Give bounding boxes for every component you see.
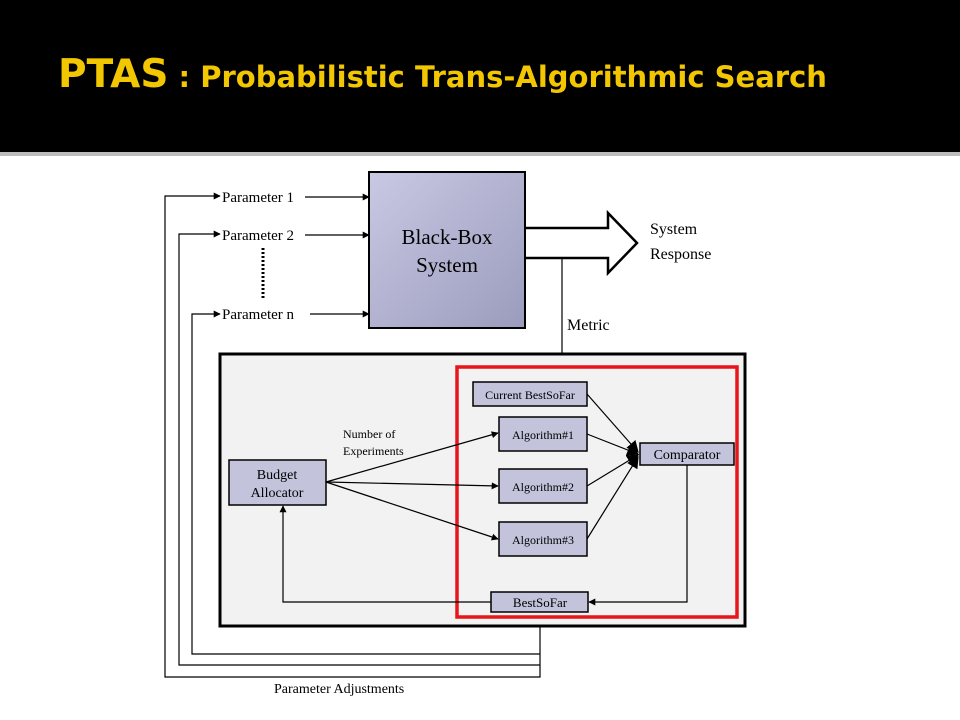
feedback-lines — [164, 192, 541, 678]
current-bestsofar-label: Current BestSoFar — [485, 388, 575, 402]
comparator-label: Comparator — [654, 448, 721, 463]
title-rest: Probabilistic Trans-Algorithmic Search — [200, 60, 827, 94]
feedback-line-middle — [178, 230, 540, 666]
algorithm-2-box: Algorithm#2 — [498, 468, 588, 504]
number-of-experiments-line1: Number of — [343, 427, 395, 441]
black-box-system: Black-Box System — [368, 171, 526, 329]
parameter-1-label: Parameter 1 — [222, 190, 294, 206]
algorithm-3-box: Algorithm#3 — [498, 521, 588, 557]
black-box-label-line1: Black-Box — [402, 225, 493, 249]
system-response-arrow — [526, 209, 639, 277]
title-separator: : — [168, 60, 201, 94]
system-response-label-line1: System — [650, 221, 698, 238]
comparison-arrows — [586, 393, 640, 540]
bestsofar-label: BestSoFar — [513, 595, 568, 610]
algorithm-1-box: Algorithm#1 — [498, 416, 588, 452]
bestsofar-to-budget-arrow — [279, 505, 491, 603]
number-of-experiments-line2: Experiments — [343, 444, 404, 458]
slide-title: PTAS : Probabilistic Trans-Algorithmic S… — [58, 52, 827, 97]
metric-label: Metric — [567, 317, 610, 334]
allocation-arrows — [325, 431, 499, 541]
algorithm-3-label: Algorithm#3 — [512, 533, 574, 547]
algorithm-1-label: Algorithm#1 — [512, 428, 574, 442]
parameter-arrows — [305, 193, 370, 318]
algorithm-portfolio-highlight — [455, 365, 739, 619]
parameter-adjustments-label: Parameter Adjustments — [274, 682, 404, 697]
title-divider — [0, 152, 960, 156]
comparator-to-bestsofar-arrow — [588, 465, 688, 606]
current-bestsofar-box: Current BestSoFar — [472, 381, 588, 407]
feedback-line-outer — [164, 192, 541, 678]
parameter-n-label: Parameter n — [222, 307, 295, 323]
system-response-label-line2: Response — [650, 246, 711, 263]
title-main: PTAS — [58, 52, 169, 97]
black-box-label-line2: System — [416, 253, 478, 277]
algorithm-2-label: Algorithm#2 — [512, 480, 574, 494]
feedback-line-inner — [191, 310, 540, 655]
title-bar: PTAS : Probabilistic Trans-Algorithmic S… — [0, 0, 960, 152]
budget-allocator-label-line2: Allocator — [251, 486, 304, 501]
parameter-2-label: Parameter 2 — [222, 228, 294, 244]
bestsofar-box: BestSoFar — [490, 591, 589, 613]
budget-allocator-box: Budget Allocator — [228, 459, 327, 506]
comparator-box: Comparator — [639, 442, 735, 466]
budget-allocator-label-line1: Budget — [257, 468, 298, 483]
